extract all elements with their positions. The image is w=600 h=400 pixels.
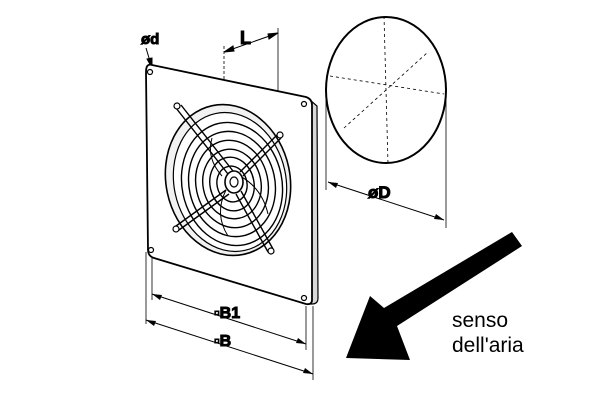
airflow-arrow-icon [346,232,522,360]
mounting-square-label: ▫B1 [214,305,240,322]
mounting-hole-icon [300,100,308,108]
airflow-direction-label: senso dell'aria [452,308,572,358]
mounting-hole-icon [300,294,308,302]
depth-dimension: L [223,28,279,110]
width-dimensions: ▫B1 ▫B [145,252,314,380]
fan-guard-icon [164,102,292,257]
airflow-label-line2: dell'aria [452,334,524,357]
hole-dimension: ød [141,31,160,70]
mounting-hole-icon [146,68,154,76]
plate-square-label: ▫B [214,333,231,350]
duct-opening: øD [325,15,447,228]
airflow-label-line1: senso [452,309,509,332]
mounting-hole-icon [147,246,155,254]
duct-diameter-label: øD [368,183,391,202]
hole-diameter-label: ød [141,31,159,48]
depth-label: L [240,28,251,48]
